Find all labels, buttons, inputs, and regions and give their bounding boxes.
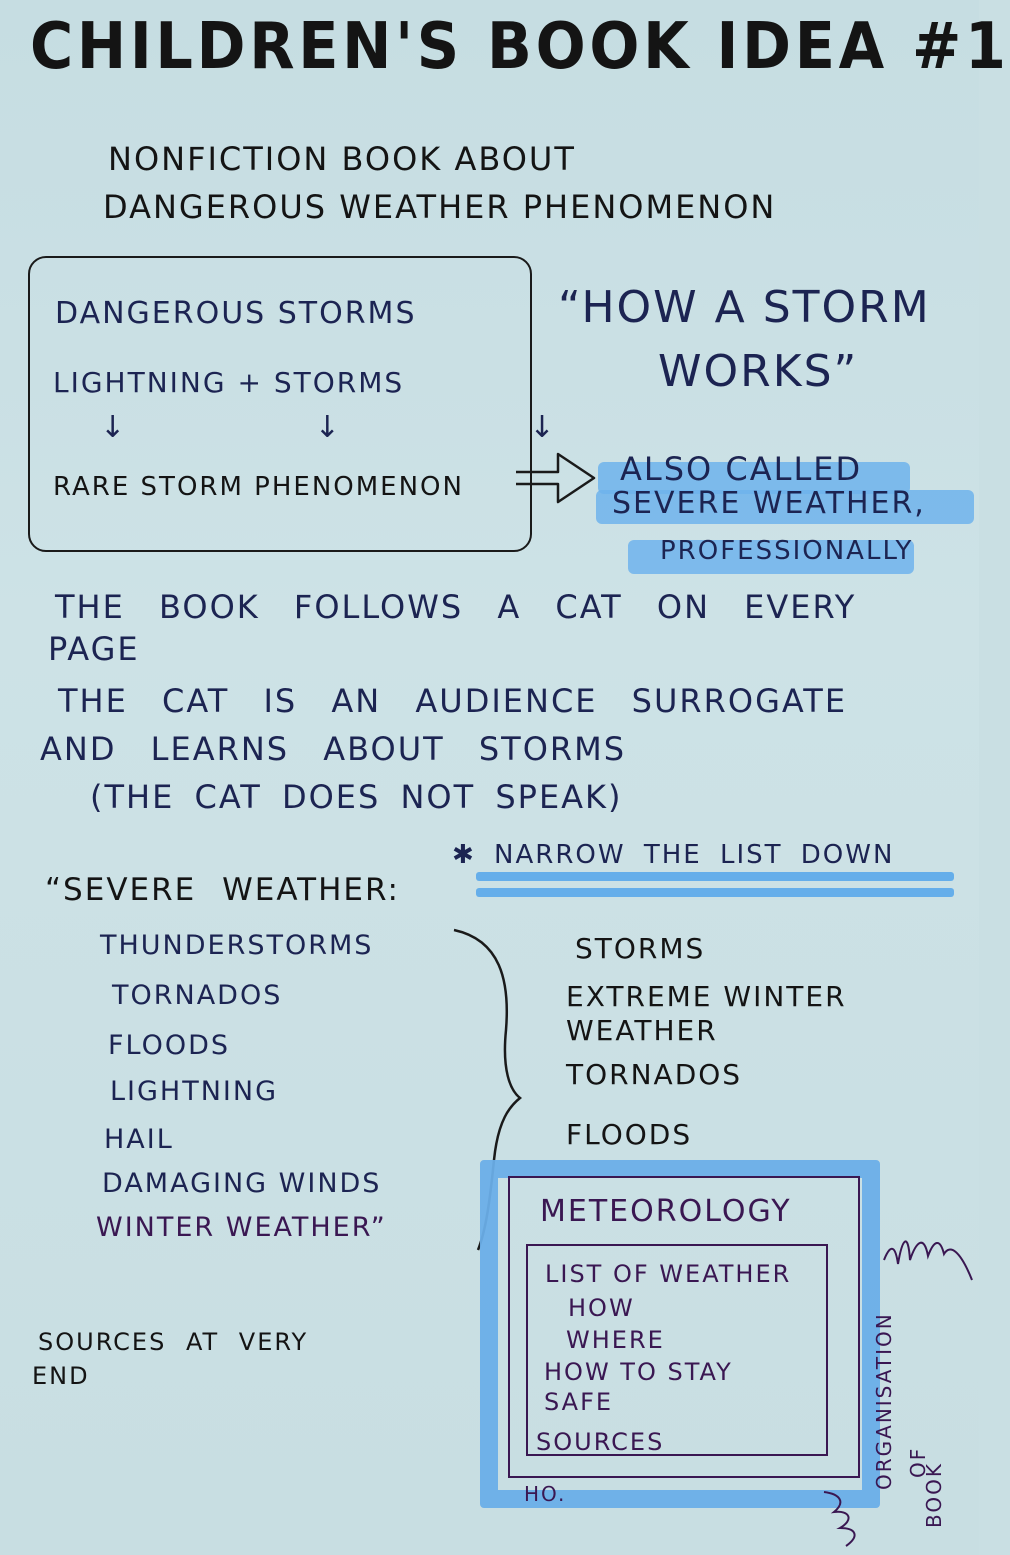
structure-item-1: LIST OF WEATHER [545,1260,792,1288]
structure-item-6: SOURCES [536,1428,665,1456]
highlight-2 [596,490,974,524]
side-note-line-3: BOOK [922,1462,946,1528]
severe-item-4: LIGHTNING [110,1076,279,1107]
narrowed-item-1: STORMS [575,932,706,965]
highlight-3 [628,540,914,574]
also-called-line-1: ALSO CALLED [620,450,863,488]
severe-item-7: WINTER WEATHER” [96,1212,387,1243]
narrow-list-note: ✱ NARROW THE LIST DOWN [452,840,895,870]
box-line-2: LIGHTNING + STORMS [53,366,405,399]
underline-2 [476,888,954,897]
narrowed-item-3: WEATHER [566,1014,718,1047]
severe-item-2: TORNADOS [112,980,283,1011]
structure-item-4: HOW TO STAY [544,1358,733,1386]
subtitle-line-1: NONFICTION BOOK ABOUT [108,140,576,178]
also-called-line-2: SEVERE WEATHER, [612,486,926,521]
side-note-line-1: ORGANISATION [872,1312,896,1490]
structure-frame-outer [508,1176,860,1478]
narrowed-item-2: EXTREME WINTER [566,980,847,1013]
structure-footer: HO. [524,1482,567,1506]
scribble-icon [883,1240,973,1281]
quote-line-1: “HOW A STORM [558,282,931,333]
narrowed-item-4: TORNADOS [566,1058,743,1091]
cat-text-line-3: THE CAT IS AN AUDIENCE SURROGATE [58,682,848,720]
severe-item-6: DAMAGING WINDS [102,1168,382,1199]
narrowed-item-5: FLOODS [566,1118,693,1151]
box-arrows: ↓ ↓ ↓ [100,410,645,445]
subtitle-line-2: DANGEROUS WEATHER PHENOMENON [103,188,777,226]
structure-frame-inner [526,1244,828,1456]
outline-arrow-icon [516,452,596,504]
box-line-1: DANGEROUS STORMS [55,296,417,331]
also-called-line-3: PROFESSIONALLY [660,536,914,566]
structure-title: METEOROLOGY [540,1194,792,1229]
highlight-1 [598,462,910,494]
structure-item-5: SAFE [544,1388,614,1416]
cat-text-line-4: AND LEARNS ABOUT STORMS [40,730,627,768]
underline-1 [476,872,954,881]
cat-text-line-2: PAGE [48,630,140,668]
dangerous-storms-box [28,256,532,552]
sources-note-line-2: END [32,1362,90,1390]
scribble-bottom-icon [823,1491,856,1547]
structure-frame-highlight [480,1160,880,1508]
quote-line-2: WORKS” [658,346,859,397]
page-title: CHILDREN'S BOOK IDEA #1 [30,10,1010,84]
severe-item-5: HAIL [104,1124,174,1155]
cat-text-line-1: THE BOOK FOLLOWS A CAT ON EVERY [55,588,857,626]
severe-item-1: THUNDERSTORMS [100,930,374,961]
sources-note-line-1: SOURCES AT VERY [38,1328,309,1356]
structure-item-3: WHERE [566,1326,665,1354]
structure-item-2: HOW [568,1294,635,1322]
box-line-3: RARE STORM PHENOMENON [53,472,464,502]
cat-text-line-5: (THE CAT DOES NOT SPEAK) [90,778,623,816]
severe-item-3: FLOODS [108,1030,231,1061]
severe-weather-heading: “SEVERE WEATHER: [45,872,401,908]
